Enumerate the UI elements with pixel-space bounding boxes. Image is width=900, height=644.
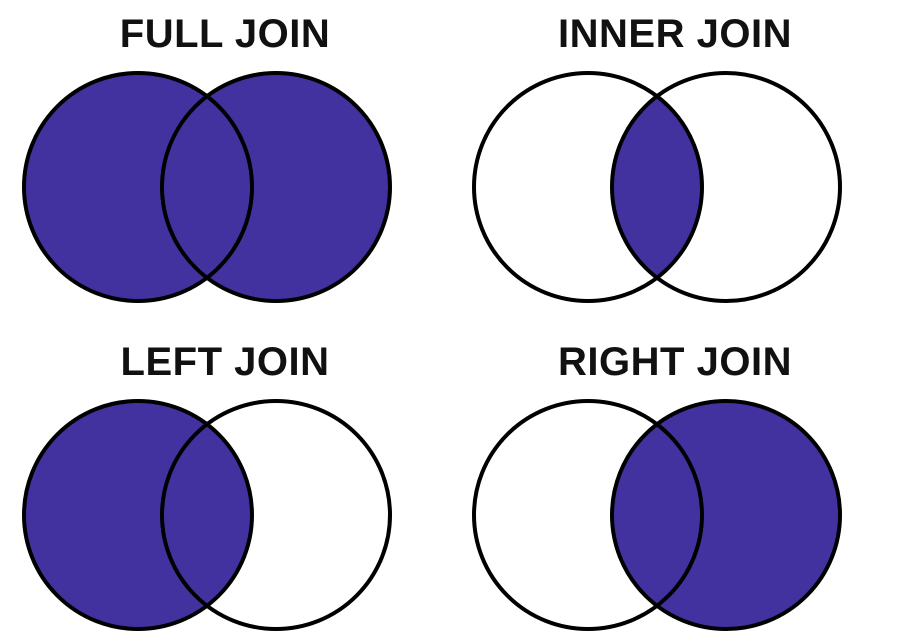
panel-right-join: RIGHT JOIN [450,322,900,644]
venn-diagram [22,71,392,303]
left-set-outline [472,71,704,303]
panel-left-join: LEFT JOIN [0,322,450,644]
right-set-outline [610,399,842,631]
venn-diagram [22,399,392,631]
intersection-region [162,401,252,629]
venn-diagram [472,71,842,303]
left-set-outline [22,71,254,303]
panel-full-join: FULL JOIN [0,0,450,322]
panel-inner-join: INNER JOIN [450,0,900,322]
panel-title: RIGHT JOIN [558,340,792,384]
left-set-outline [472,399,704,631]
intersection-region [612,401,702,629]
panel-title: INNER JOIN [558,12,792,56]
panel-title: LEFT JOIN [120,340,330,384]
intersection-region [162,73,252,301]
right-set-outline [160,71,392,303]
left-set-outline [22,399,254,631]
intersection-region [612,73,702,301]
venn-diagram [472,399,842,631]
right-set-outline [160,399,392,631]
right-set-outline [610,71,842,303]
panel-title: FULL JOIN [119,12,331,56]
